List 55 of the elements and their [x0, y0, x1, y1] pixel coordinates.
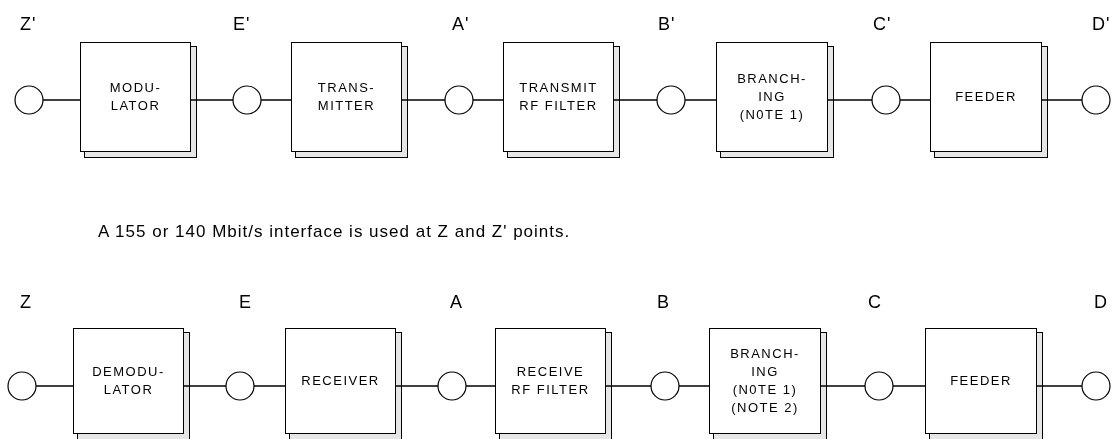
- connector-line: [605, 385, 652, 387]
- connector-line: [395, 385, 439, 387]
- connector-line: [1036, 385, 1083, 387]
- connection-point-circle: [225, 371, 255, 401]
- connector-line: [253, 385, 286, 387]
- block-label: MODU- LATOR: [108, 79, 163, 115]
- point-label: C: [868, 292, 882, 313]
- connection-point-circle: [864, 371, 894, 401]
- connection-point-circle: [871, 85, 901, 115]
- point-label: Z: [20, 292, 32, 313]
- block-label: TRANS- MITTER: [316, 79, 377, 115]
- connector-line: [684, 99, 717, 101]
- connection-point-circle: [656, 85, 686, 115]
- connection-point-circle: [444, 85, 474, 115]
- point-label: D': [1092, 14, 1111, 35]
- point-label: E': [233, 14, 251, 35]
- connection-point-circle: [7, 371, 37, 401]
- connector-line: [827, 99, 873, 101]
- connector-line: [183, 385, 227, 387]
- connector-line: [1041, 99, 1083, 101]
- connector-line: [678, 385, 710, 387]
- point-label: A: [450, 292, 463, 313]
- connector-line: [42, 99, 81, 101]
- point-label: A': [452, 14, 470, 35]
- block-label: BRANCH- ING (N0TE 1): [736, 70, 808, 124]
- connector-line: [899, 99, 931, 101]
- point-label: D: [1094, 292, 1108, 313]
- connection-point-circle: [650, 371, 680, 401]
- point-label: C': [873, 14, 892, 35]
- connection-point-circle: [1081, 371, 1111, 401]
- connector-line: [401, 99, 446, 101]
- connector-line: [472, 99, 504, 101]
- block-label: RECEIVER: [300, 372, 381, 390]
- block-label: FEEDER: [954, 88, 1018, 106]
- point-label: E: [239, 292, 252, 313]
- connection-point-circle: [14, 85, 44, 115]
- block-label: TRANSMIT RF FILTER: [518, 79, 599, 115]
- point-label: Z': [20, 14, 37, 35]
- block-label: DEMODU- LATOR: [91, 363, 166, 399]
- connector-line: [35, 385, 74, 387]
- connector-line: [260, 99, 292, 101]
- connector-line: [820, 385, 866, 387]
- block-label: BRANCH- ING (N0TE 1) (NOTE 2): [729, 345, 801, 417]
- connector-line: [465, 385, 496, 387]
- block-label: RECEIVE RF FILTER: [510, 363, 591, 399]
- point-label: B: [657, 292, 670, 313]
- block-label: FEEDER: [949, 372, 1013, 390]
- connection-point-circle: [1081, 85, 1111, 115]
- connector-line: [892, 385, 926, 387]
- connector-line: [613, 99, 658, 101]
- connector-line: [190, 99, 234, 101]
- connection-point-circle: [232, 85, 262, 115]
- note-text: A 155 or 140 Mbit/s interface is used at Z and Z' points.: [98, 222, 571, 242]
- point-label: B': [658, 14, 676, 35]
- connection-point-circle: [437, 371, 467, 401]
